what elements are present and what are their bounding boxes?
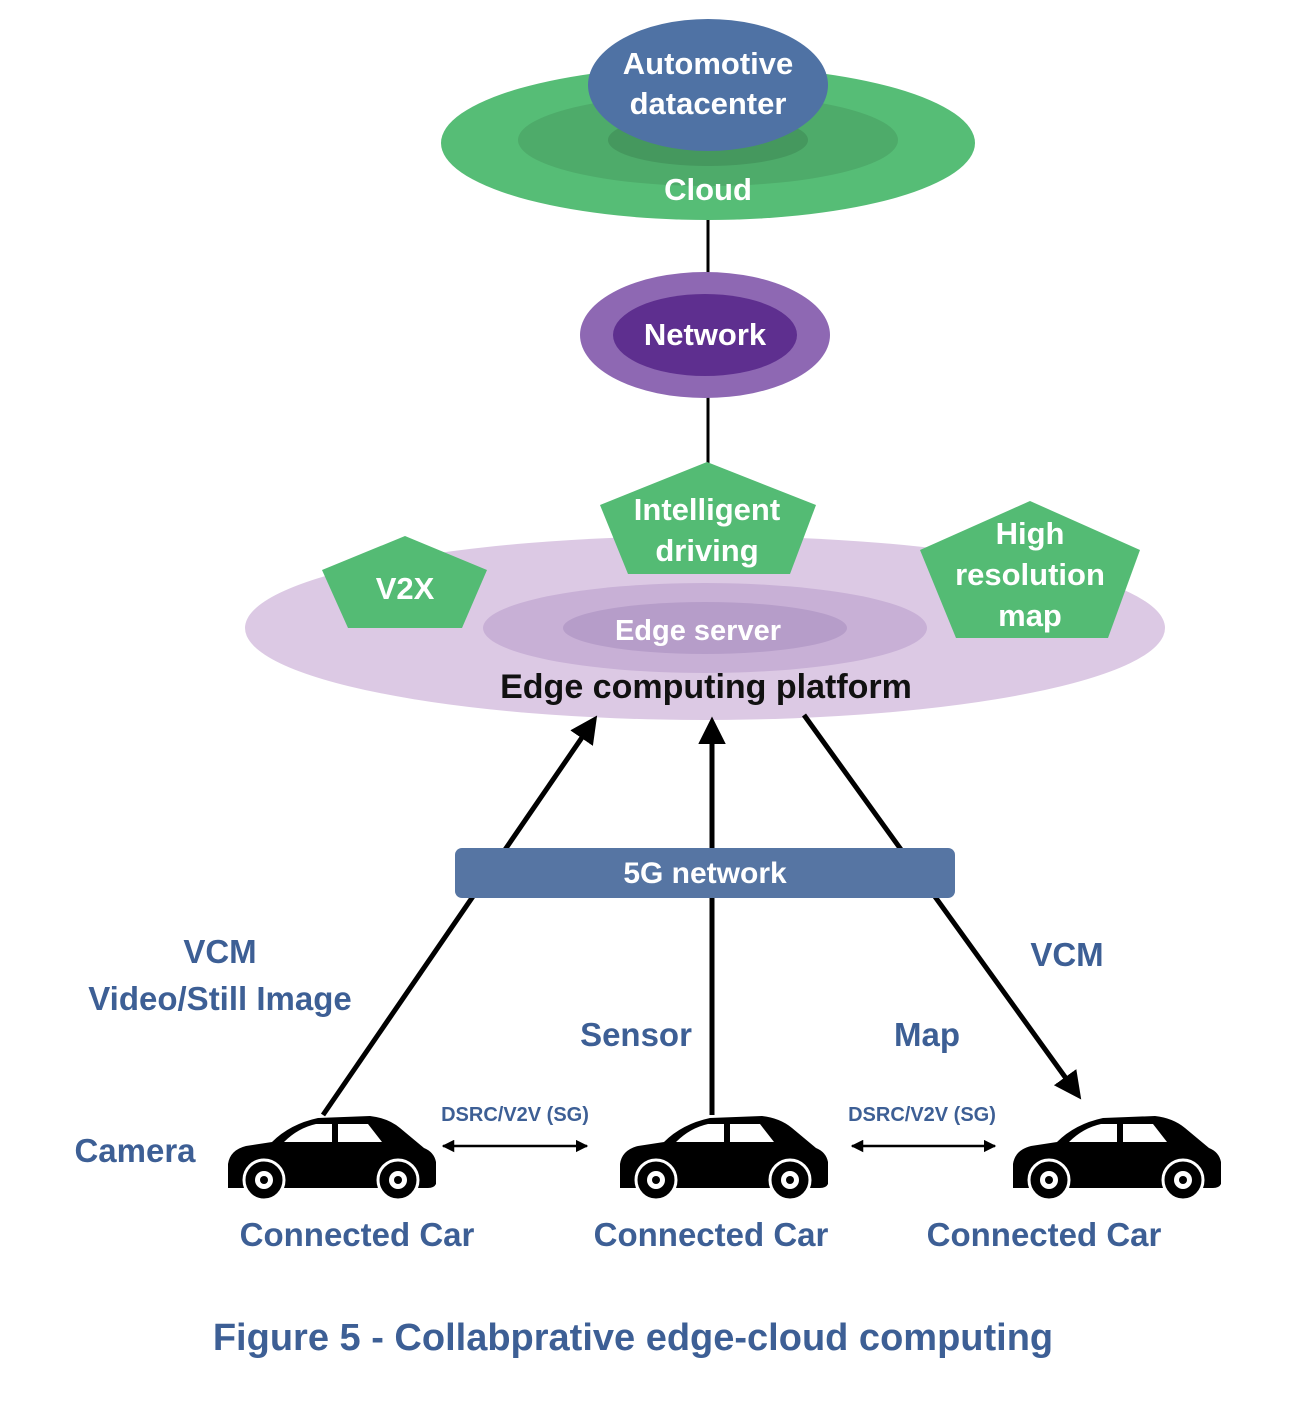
cloud-label: Cloud xyxy=(664,172,752,207)
datacenter-label-line1: Automotive xyxy=(623,46,794,81)
vcm-right-label: VCM xyxy=(1030,936,1103,973)
datacenter-label-line2: datacenter xyxy=(630,86,787,121)
network-inner xyxy=(613,294,797,376)
v2v-link-label-2: DSRC/V2V (SG) xyxy=(848,1104,996,1126)
network-label: Network xyxy=(644,317,767,352)
map-download-arrow xyxy=(801,713,1082,1100)
edge-server-inner xyxy=(563,602,847,654)
edge-platform-label: Edge computing platform xyxy=(500,668,912,706)
car-2 xyxy=(618,1114,830,1202)
intelligent-driving-pentagon xyxy=(600,462,816,574)
vcm-left-label-line2: Video/Still Image xyxy=(88,980,351,1017)
figure-caption: Figure 5 - Collabprative edge-cloud comp… xyxy=(213,1317,1053,1359)
cloud-group: Automotive datacenter Cloud xyxy=(441,19,975,220)
hd-map-label-line3: map xyxy=(998,598,1062,633)
fiveg-network: 5G network xyxy=(455,848,955,898)
vcm-left-label-line1: VCM xyxy=(183,933,256,970)
map-label: Map xyxy=(894,1016,960,1053)
hd-map-label-line1: High xyxy=(996,516,1065,551)
datacenter-node xyxy=(588,19,828,151)
hd-map-pentagon xyxy=(920,501,1140,638)
network-group: Network xyxy=(580,272,830,398)
car-label-3: Connected Car xyxy=(927,1216,1162,1253)
intelligent-driving-label-line1: Intelligent xyxy=(634,492,780,527)
fiveg-bar xyxy=(455,848,955,898)
car-3 xyxy=(1011,1114,1223,1202)
v2x-pentagon xyxy=(322,536,487,628)
sensor-label: Sensor xyxy=(580,1016,692,1053)
car-1 xyxy=(226,1114,438,1202)
car-label-1: Connected Car xyxy=(240,1216,475,1253)
car-label-2: Connected Car xyxy=(594,1216,829,1253)
intelligent-driving-label-line2: driving xyxy=(655,533,758,568)
hd-map-label-line2: resolution xyxy=(955,557,1105,592)
v2x-label: V2X xyxy=(376,571,435,606)
fiveg-label: 5G network xyxy=(623,857,787,890)
v2v-link-label-1: DSRC/V2V (SG) xyxy=(441,1104,589,1126)
camera-label: Camera xyxy=(74,1132,196,1169)
edge-platform-group: Edge server Edge computing platform V2X … xyxy=(245,462,1165,720)
camera-upload-arrow xyxy=(320,715,598,1117)
edge-server-label: Edge server xyxy=(615,615,781,647)
